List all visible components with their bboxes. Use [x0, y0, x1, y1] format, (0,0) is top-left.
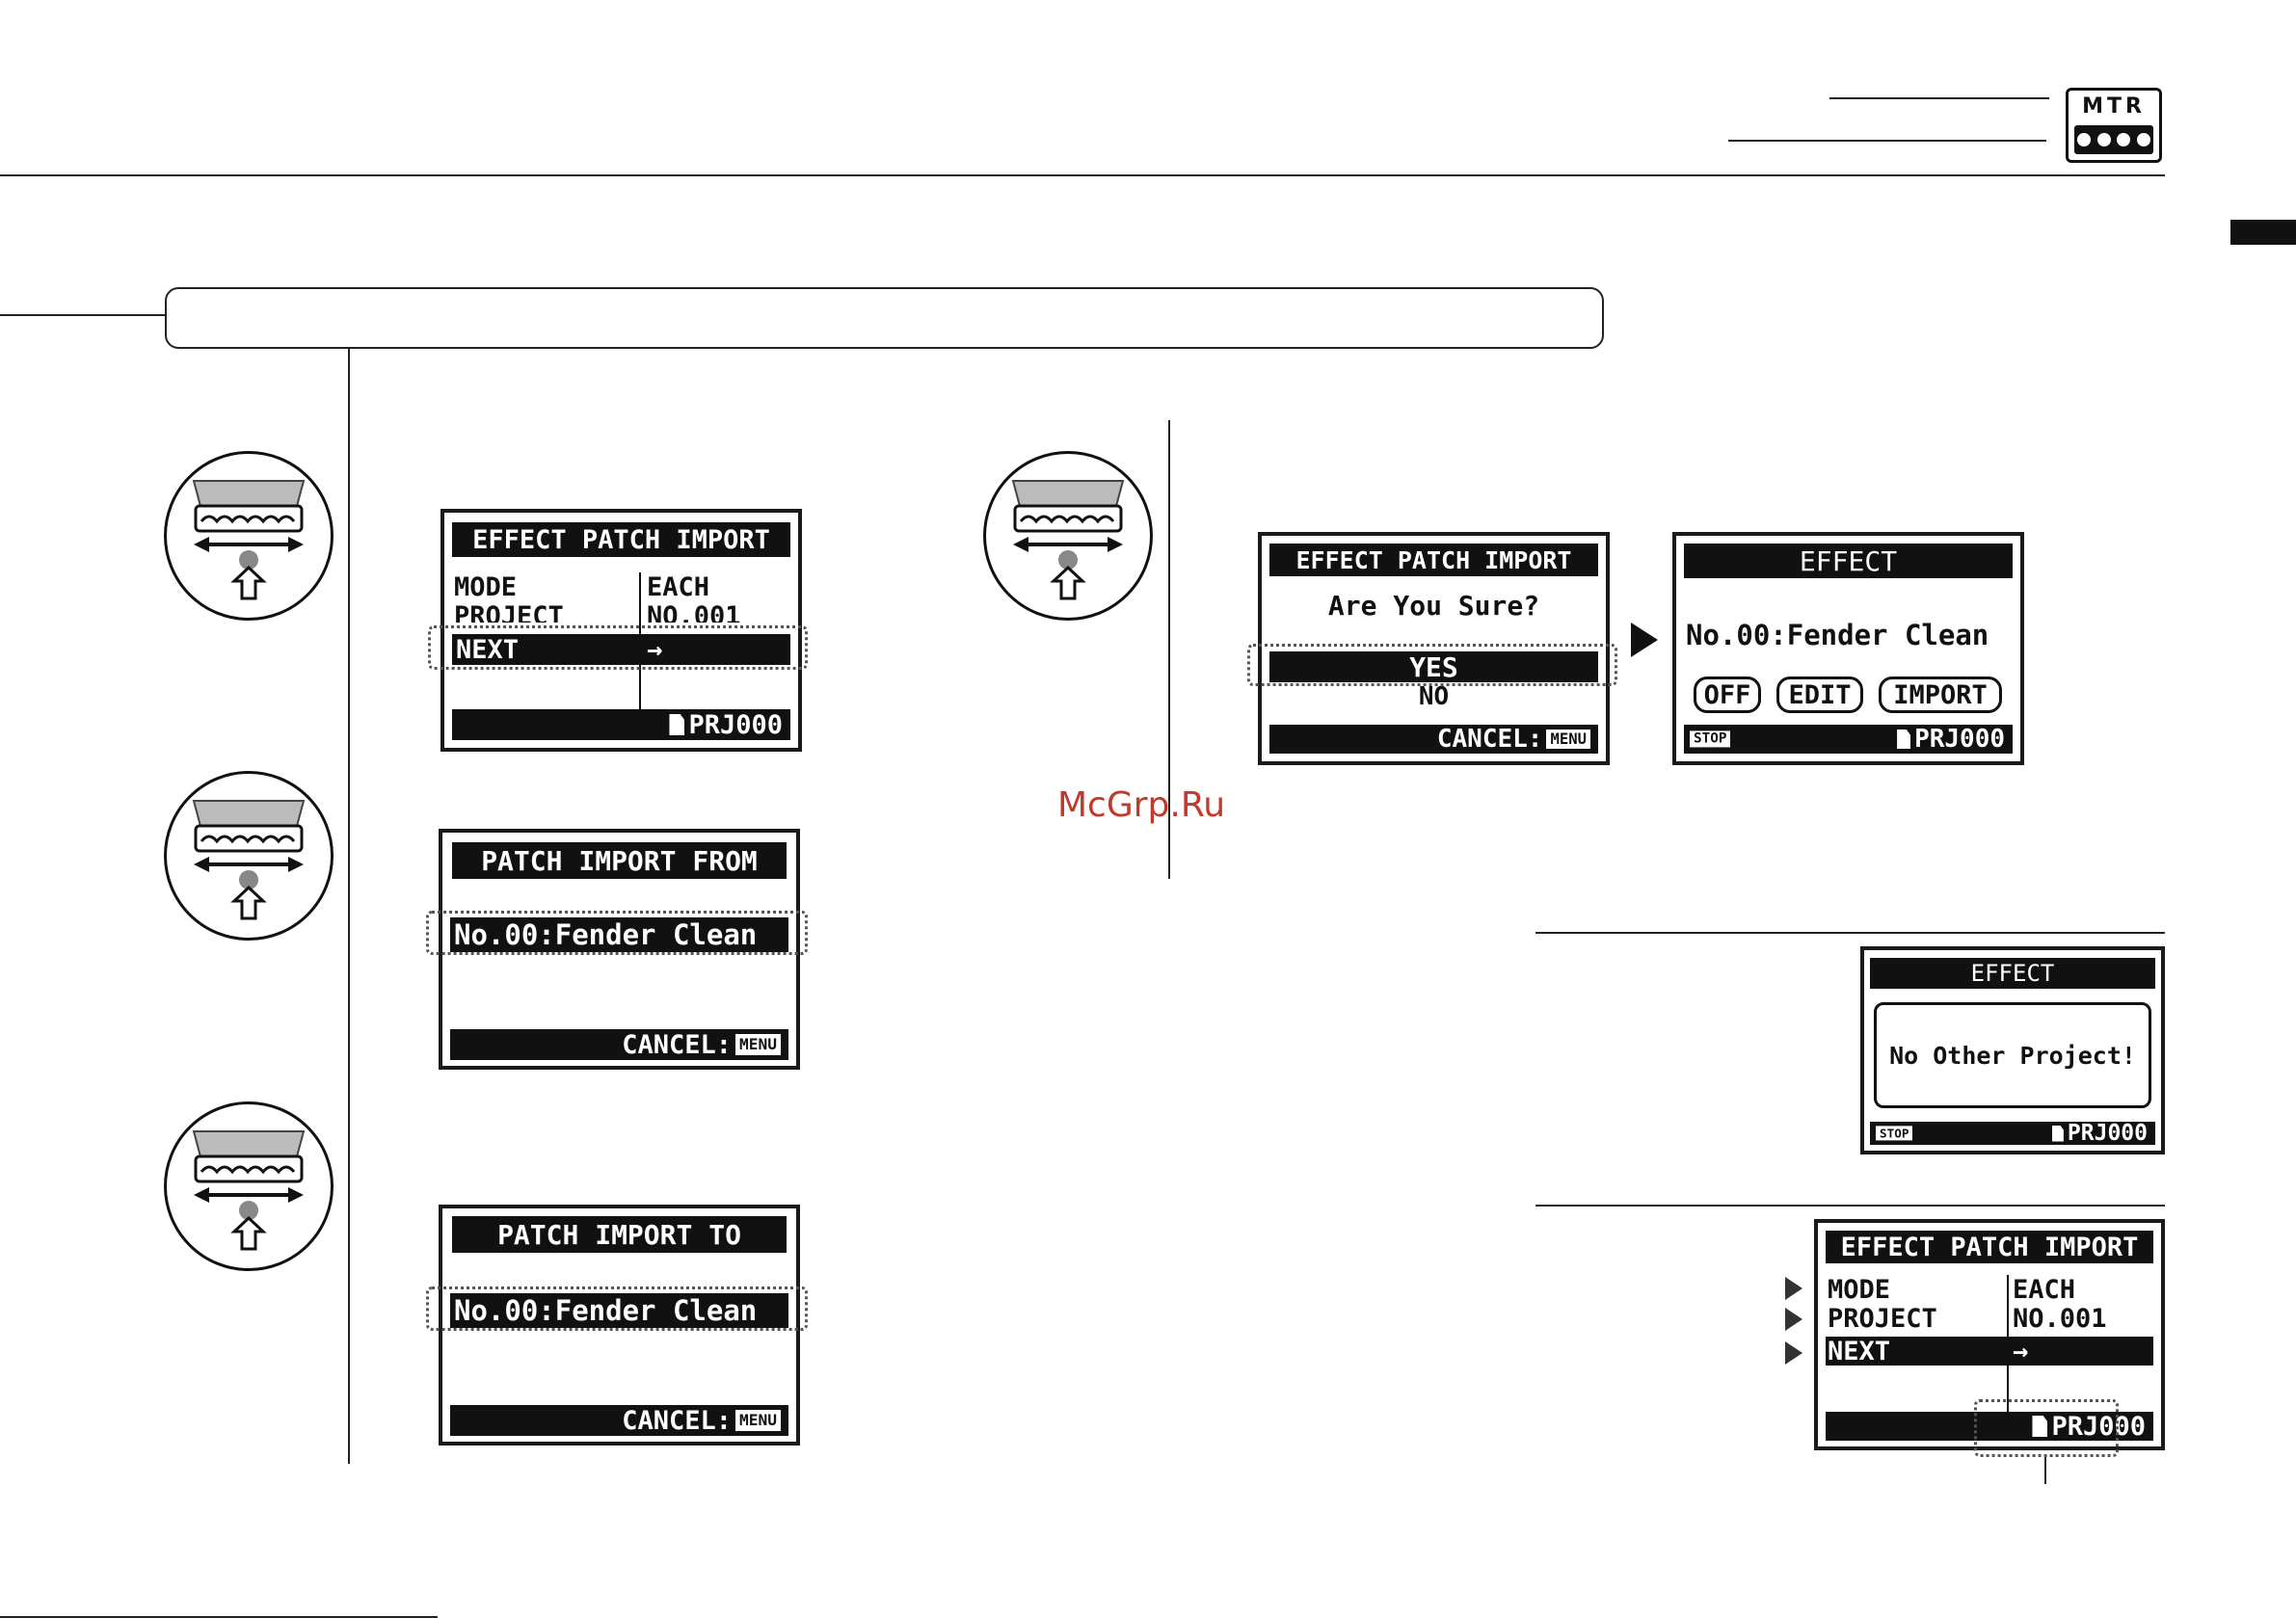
screen-title: EFFECT PATCH IMPORT: [452, 522, 790, 557]
track-knob-icon: [2077, 133, 2092, 146]
message-text: No Other Project!: [1889, 1041, 2136, 1070]
confirm-question: Are You Sure?: [1327, 590, 1540, 622]
dial-step-3-icon: [164, 1101, 334, 1271]
track-knob-icon: [2096, 133, 2111, 146]
screen-footer: CANCEL: MENU: [450, 1405, 788, 1436]
screen-footer: CANCEL: MENU: [1269, 725, 1598, 754]
note-rule-2: [1535, 1205, 2165, 1207]
row-label-next: NEXT: [1828, 1337, 1891, 1366]
cancel-label: CANCEL:: [1436, 725, 1543, 754]
screen-footer: STOP PRJ000: [1684, 725, 2013, 754]
screen-footer: PRJ000: [452, 709, 790, 740]
chapter-edge-tab: [2230, 220, 2296, 245]
row-label-next: NEXT: [456, 634, 520, 665]
row-next[interactable]: NEXT →: [452, 634, 790, 665]
screen-footer: CANCEL: MENU: [450, 1029, 788, 1060]
arrow-right-icon: →: [2013, 1337, 2029, 1366]
pointer-mode-icon: [1785, 1277, 1802, 1300]
note-rule-1: [1535, 932, 2165, 934]
screen-patch-import-from: PATCH IMPORT FROM No.00:Fender Clean CAN…: [439, 829, 800, 1070]
file-icon: [1897, 729, 1911, 749]
row-value-mode: EACH: [647, 572, 710, 602]
screen-title: PATCH IMPORT TO: [452, 1216, 787, 1253]
row-value-mode: EACH: [2013, 1275, 2076, 1305]
row-label-project: PROJECT: [454, 601, 564, 623]
row-value-project: NO.001: [2013, 1304, 2107, 1334]
mtr-badge: MTR: [2066, 88, 2162, 163]
import-softkey[interactable]: IMPORT: [1879, 676, 2002, 713]
header-short-rule-2: [1728, 140, 2046, 142]
mtr-track-strip: [2074, 125, 2153, 154]
pointer-next-icon: [1785, 1341, 1802, 1365]
screen-effect: EFFECT No.00:Fender Clean OFF EDIT IMPOR…: [1672, 532, 2024, 765]
middle-column-rule: [1168, 420, 1170, 879]
yes-option[interactable]: YES: [1269, 651, 1598, 682]
no-option[interactable]: NO: [1418, 682, 1450, 705]
screen-footer: PRJ000: [1826, 1412, 2153, 1441]
current-patch: No.00:Fender Clean: [1686, 619, 1989, 651]
row-label-mode: MODE: [454, 572, 518, 602]
off-softkey[interactable]: OFF: [1694, 676, 1761, 713]
project-name: PRJ000: [2051, 1412, 2146, 1441]
arrow-right-icon: →: [647, 634, 663, 665]
screen-no-other-project: EFFECT No Other Project! STOP PRJ000: [1860, 946, 2165, 1154]
mtr-badge-label: MTR: [2082, 94, 2146, 119]
screen-title: EFFECT PATCH IMPORT: [1269, 544, 1598, 576]
header-short-rule-1: [1829, 97, 2049, 99]
patch-source-item[interactable]: No.00:Fender Clean: [450, 917, 788, 952]
cancel-label: CANCEL:: [622, 1405, 733, 1436]
section-title-box: [165, 287, 1604, 349]
highlight-source-item: [426, 911, 808, 955]
menu-key-icon: MENU: [1546, 729, 1590, 750]
watermark: McGrp.Ru: [1057, 785, 1226, 825]
stop-key-icon: STOP: [1690, 730, 1731, 748]
track-knob-icon: [2117, 133, 2131, 146]
next-arrow-icon: [1631, 623, 1658, 657]
title-lead-line: [0, 314, 166, 316]
screen-import-confirm: EFFECT PATCH IMPORT Are You Sure? YES NO…: [1258, 532, 1610, 765]
highlight-yes-option: [1247, 644, 1617, 686]
highlight-project-name: [1974, 1399, 2119, 1457]
patch-destination-item[interactable]: No.00:Fender Clean: [450, 1293, 788, 1328]
file-icon: [2032, 1416, 2048, 1437]
file-icon: [2051, 1125, 2064, 1142]
dial-step-1-icon: [164, 451, 334, 621]
menu-key-icon: MENU: [735, 1034, 781, 1055]
project-name: PRJ000: [2067, 1122, 2148, 1145]
highlight-next-row: [428, 625, 808, 670]
track-knob-icon: [2136, 133, 2150, 146]
screen-footer: STOP PRJ000: [1870, 1122, 2155, 1145]
dial-step-2-icon: [164, 771, 334, 941]
header-rule: [0, 174, 2165, 176]
screen-title: EFFECT PATCH IMPORT: [1826, 1231, 2153, 1263]
screen-effect-patch-import-1: EFFECT PATCH IMPORT MODE EACH PROJECT NO…: [441, 509, 802, 752]
row-next[interactable]: NEXT →: [1826, 1337, 2153, 1366]
highlight-destination-item: [426, 1286, 808, 1331]
left-column-rule: [348, 349, 350, 1464]
file-icon: [669, 714, 685, 735]
footer-rule: [0, 1616, 438, 1618]
pointer-project-icon: [1785, 1308, 1802, 1331]
callout-line: [2044, 1457, 2046, 1484]
row-label-mode: MODE: [1828, 1275, 1891, 1305]
menu-key-icon: MENU: [735, 1410, 781, 1431]
screen-title: EFFECT: [1870, 958, 2155, 989]
screen-patch-import-to: PATCH IMPORT TO No.00:Fender Clean CANCE…: [439, 1205, 800, 1446]
screen-title: EFFECT: [1684, 544, 2013, 578]
row-value-project: NO.001: [647, 601, 741, 623]
cancel-label: CANCEL:: [622, 1029, 733, 1060]
edit-softkey[interactable]: EDIT: [1776, 676, 1863, 713]
screen-effect-patch-import-2: EFFECT PATCH IMPORT MODE EACH PROJECT NO…: [1814, 1219, 2165, 1450]
project-name: PRJ000: [688, 709, 783, 740]
dial-step-4-icon: [983, 451, 1153, 621]
screen-title: PATCH IMPORT FROM: [452, 842, 787, 879]
project-name: PRJ000: [1914, 725, 2005, 754]
row-label-project: PROJECT: [1828, 1304, 1937, 1334]
message-box: No Other Project!: [1874, 1002, 2151, 1108]
stop-key-icon: STOP: [1876, 1126, 1913, 1141]
